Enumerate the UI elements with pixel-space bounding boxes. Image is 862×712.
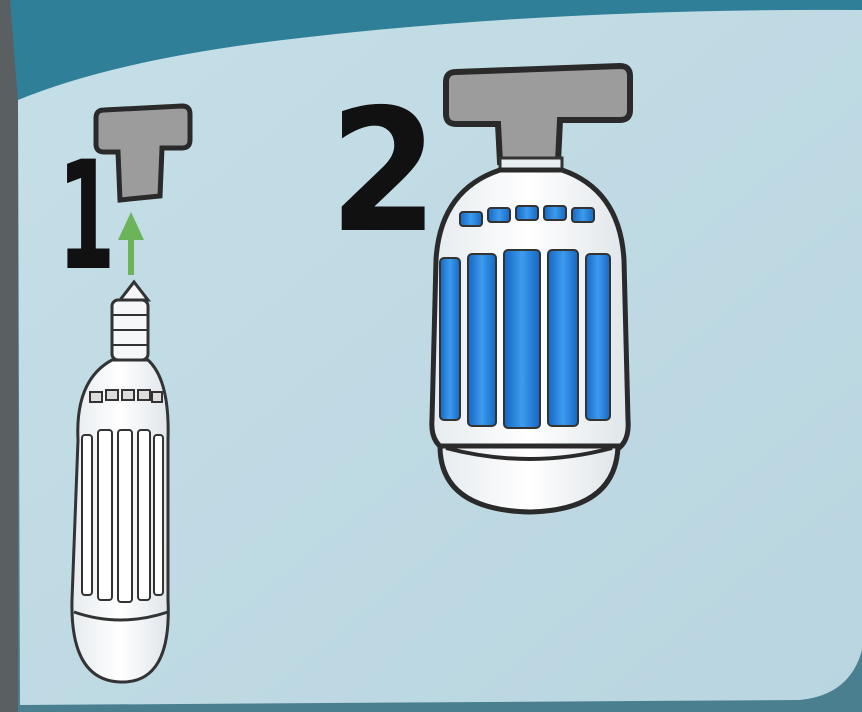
step-2-number: 2 bbox=[329, 72, 438, 271]
bulb-icon bbox=[432, 158, 628, 512]
left-edge bbox=[0, 0, 18, 712]
step-1-number: 1 bbox=[58, 129, 115, 304]
